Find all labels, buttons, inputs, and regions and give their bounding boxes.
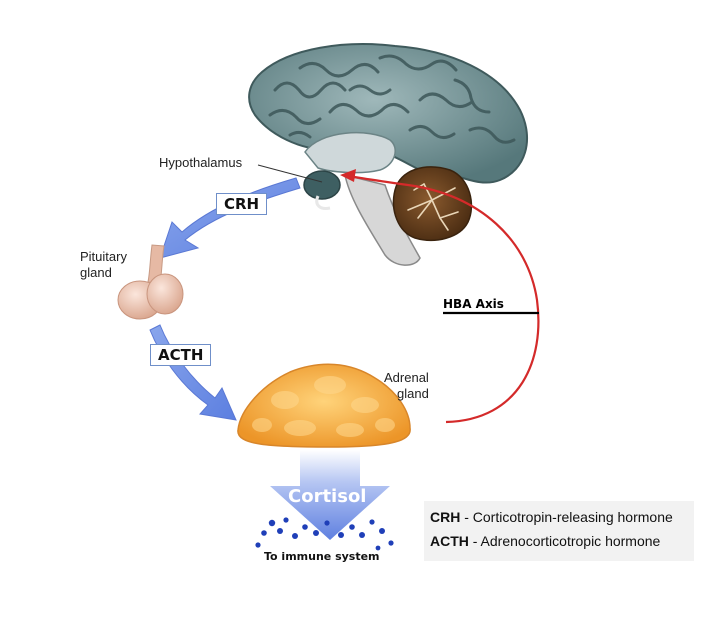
legend-abbr: ACTH xyxy=(430,533,469,549)
hba-axis-label: HBA Axis xyxy=(443,297,504,311)
adrenal-label-line1: Adrenal xyxy=(384,370,429,385)
crh-arrow xyxy=(159,177,301,259)
brain-illustration xyxy=(248,43,529,266)
legend-desc: - Adrenocorticotropic hormone xyxy=(468,533,661,549)
cortisol-arrow xyxy=(270,450,390,540)
crh-box-label: CRH xyxy=(216,193,268,215)
hormone-molecules xyxy=(255,517,394,551)
pituitary-gland-illustration xyxy=(117,244,184,320)
hypothalamus-leader-line xyxy=(257,164,323,183)
cortisol-label: Cortisol xyxy=(288,486,367,507)
adrenal-gland-illustration xyxy=(237,363,411,448)
pituitary-label-line2: gland xyxy=(80,265,112,280)
legend-row-crh: CRH - Corticotropin-releasing hormone xyxy=(430,509,673,525)
legend-abbr: CRH xyxy=(430,509,461,525)
acth-box-label: ACTH xyxy=(150,344,212,366)
adrenal-label-line2: gland xyxy=(397,386,429,401)
hypothalamus-label: Hypothalamus xyxy=(159,155,243,170)
legend-row-acth: ACTH - Adrenocorticotropic hormone xyxy=(430,533,660,549)
legend-desc: - Corticotropin-releasing hormone xyxy=(460,509,673,525)
abbreviation-legend: CRH - Corticotropin-releasing hormone AC… xyxy=(424,501,694,561)
hba-feedback-curve xyxy=(340,169,540,424)
acth-arrow xyxy=(149,324,237,421)
pituitary-label-line1: Pituitary xyxy=(80,249,127,264)
immune-system-label: To immune system xyxy=(264,550,380,563)
